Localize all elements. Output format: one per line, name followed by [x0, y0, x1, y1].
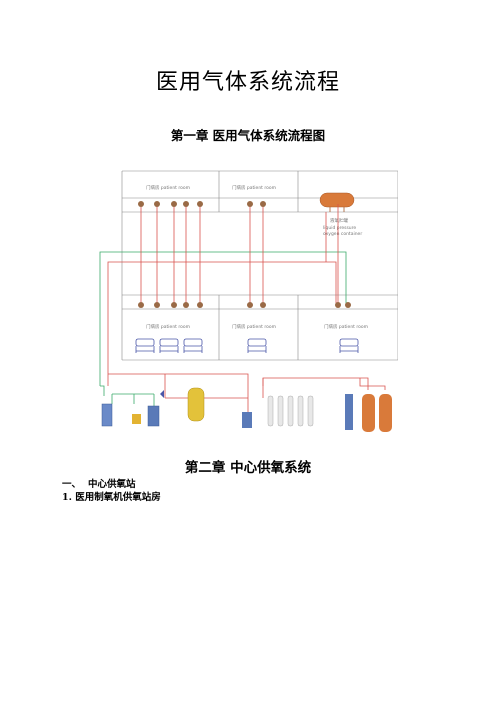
tank-label-en-2: oxygen container — [323, 231, 362, 237]
section-1-title: 中心供氧站 — [88, 479, 136, 490]
room-label-top-1: 门病房 patient room — [146, 184, 190, 191]
room-label-bottom-1: 门病房 patient room — [146, 323, 190, 330]
building-frame — [121, 170, 398, 361]
room-label-bottom-3: 门病房 patient room — [324, 323, 368, 330]
section-1-heading: 一、中心供氧站 — [62, 476, 136, 490]
gas-flow-diagram: 门病房 patient room 门病房 patient room 门病房 pa… — [99, 170, 398, 432]
tank-label-en-1: liquid pressure — [323, 225, 356, 231]
liquid-oxygen-tank — [319, 192, 355, 212]
chapter-2-heading: 第二章 中心供氧系统 — [184, 460, 312, 476]
tank-label-cn: 液氧贮罐 — [330, 217, 348, 224]
room-label-bottom-2: 门病房 patient room — [232, 323, 276, 330]
chapter-1-heading: 第一章 医用气体系统流程图 — [170, 128, 326, 143]
gas-outlets-bottom — [138, 302, 351, 308]
section-1-number: 一、 — [62, 479, 82, 490]
oxygen-pipeline — [107, 204, 386, 412]
vacuum-pipeline — [99, 251, 347, 406]
patient-beds — [135, 338, 359, 353]
room-label-top-2: 门病房 patient room — [232, 184, 276, 191]
document-title: 医用气体系统流程 — [155, 70, 340, 95]
oxygen-plant-equipment — [101, 387, 392, 432]
subsection-1-heading: 1. 医用制氧机供氧站房 — [62, 492, 161, 503]
gas-outlets-top — [138, 201, 266, 207]
